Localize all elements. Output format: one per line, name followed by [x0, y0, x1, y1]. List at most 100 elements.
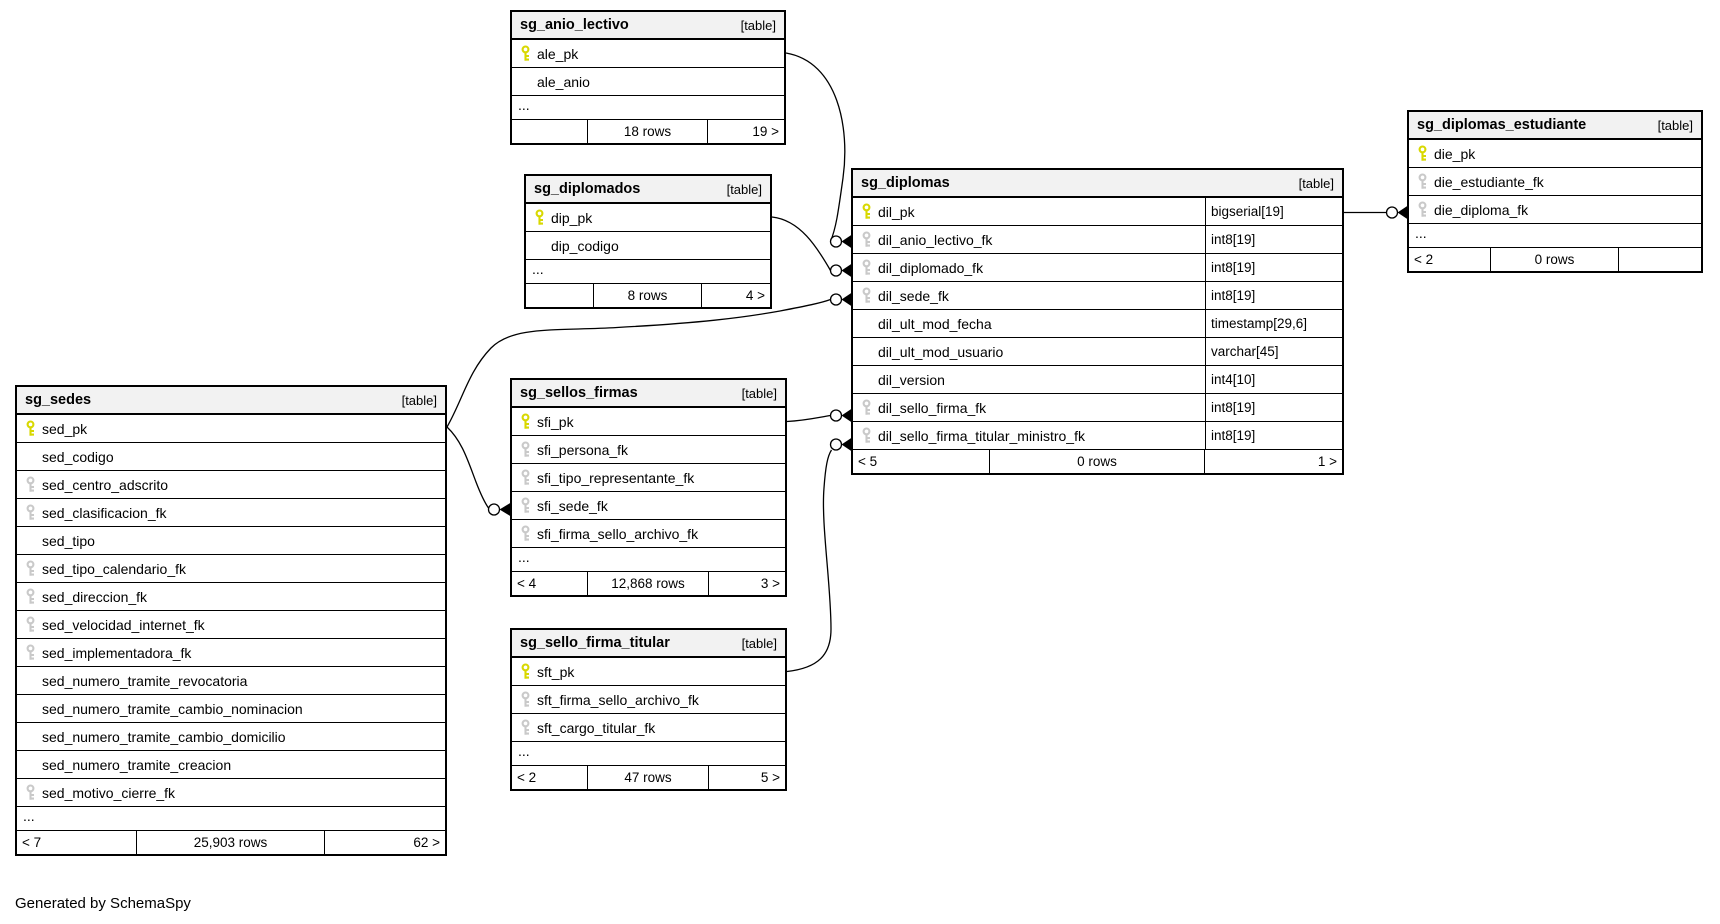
footer-child-count: 3 > [760, 576, 780, 591]
relation-sg_anio_lectivo-sg_diplomas [785, 52, 852, 249]
table-header[interactable]: sg_sello_firma_titular [table] [512, 630, 785, 658]
column-name: dil_diplomado_fk [878, 259, 984, 276]
table-header[interactable]: sg_anio_lectivo [table] [512, 12, 784, 40]
column-name: dip_codigo [551, 237, 619, 254]
column-name: dil_pk [878, 203, 915, 220]
column-row: die_diploma_fk [1409, 196, 1701, 224]
foreign-key-icon [23, 476, 38, 493]
column-name: sfi_persona_fk [537, 441, 629, 458]
foreign-key-icon [23, 784, 38, 801]
column-row: sed_clasificacion_fk [17, 499, 445, 527]
foreign-key-icon [518, 441, 533, 458]
primary-key-icon [859, 203, 874, 220]
foreign-key-icon [518, 469, 533, 486]
ellipsis-row: ... [526, 260, 770, 284]
column-name: sed_numero_tramite_creacion [42, 756, 232, 773]
column-row: sed_velocidad_internet_fk [17, 611, 445, 639]
column-row: ale_anio [512, 68, 784, 96]
column-name: sed_numero_tramite_cambio_nominacion [42, 700, 303, 717]
footer-parent-count: < 5 [853, 450, 990, 473]
column-name: sed_centro_adscrito [42, 476, 169, 493]
table-footer: < 4 12,868 rows 3 > [512, 572, 785, 595]
table-footer: 18 rows 19 > [512, 120, 784, 143]
column-row: sfi_tipo_representante_fk [512, 464, 785, 492]
table-header[interactable]: sg_sedes [table] [17, 387, 445, 415]
column-name: sed_numero_tramite_cambio_domicilio [42, 728, 286, 745]
table-type-badge: [table] [741, 635, 777, 651]
column-row: sft_pk [512, 658, 785, 686]
zero-or-one-marker [829, 438, 843, 451]
footer-parent-count [512, 120, 589, 143]
table-name[interactable]: sg_diplomados [534, 181, 641, 197]
column-type: int8[19] [1205, 226, 1342, 253]
table-name[interactable]: sg_anio_lectivo [520, 17, 629, 33]
column-name: sed_clasificacion_fk [42, 504, 167, 521]
footer-parent-count [526, 284, 595, 307]
foreign-key-icon [23, 560, 38, 577]
foreign-key-icon [23, 644, 38, 661]
foreign-key-icon [859, 399, 874, 416]
primary-key-icon [23, 420, 38, 437]
table-name[interactable]: sg_sellos_firmas [520, 385, 638, 401]
footer-child-count [1619, 248, 1701, 271]
table-header[interactable]: sg_sellos_firmas [table] [512, 380, 785, 408]
footer-row-count: 12,868 rows [588, 572, 709, 595]
ellipsis-row: ... [512, 96, 784, 120]
table-type-badge: [table] [401, 392, 437, 408]
relation-sg_sello_firma_titular-sg_diplomas [786, 437, 852, 673]
table-name[interactable]: sg_sedes [25, 392, 92, 408]
column-name: dil_ult_mod_fecha [878, 315, 992, 332]
foreign-key-icon [859, 427, 874, 444]
table-header[interactable]: sg_diplomas [table] [853, 170, 1342, 198]
primary-key-icon [518, 663, 533, 680]
table-sg_sedes[interactable]: sg_sedes [table] sed_pk sed_codigo sed_cen… [15, 385, 447, 856]
foreign-key-icon [518, 525, 533, 542]
column-name: sed_direccion_fk [42, 588, 148, 605]
foreign-key-icon [1415, 173, 1430, 190]
column-type: varchar[45] [1205, 338, 1342, 365]
column-type: int8[19] [1205, 394, 1342, 421]
relation-sg_sellos_firmas-sg_diplomas [786, 408, 852, 423]
table-name[interactable]: sg_sello_firma_titular [520, 635, 670, 651]
table-name[interactable]: sg_diplomas_estudiante [1417, 117, 1587, 133]
footer-row-count: 0 rows [1491, 248, 1620, 271]
table-header[interactable]: sg_diplomas_estudiante [table] [1409, 112, 1701, 140]
column-type: int8[19] [1205, 282, 1342, 309]
column-name: sed_tipo [42, 532, 95, 549]
foreign-key-icon [1415, 201, 1430, 218]
column-row: sed_numero_tramite_revocatoria [17, 667, 445, 695]
column-row: sft_firma_sello_archivo_fk [512, 686, 785, 714]
foreign-key-icon [518, 691, 533, 708]
footer-child-count: 1 > [1317, 454, 1337, 469]
column-name: sed_codigo [42, 448, 114, 465]
column-name: sfi_sede_fk [537, 497, 608, 514]
primary-key-icon [1415, 145, 1430, 162]
column-type: int8[19] [1205, 422, 1342, 449]
column-name: dil_sede_fk [878, 287, 949, 304]
column-name: die_pk [1434, 145, 1476, 162]
column-row: sed_centro_adscrito [17, 471, 445, 499]
table-header[interactable]: sg_diplomados [table] [526, 176, 770, 204]
column-row: sed_pk [17, 415, 445, 443]
column-name: sed_implementadora_fk [42, 644, 192, 661]
table-name[interactable]: sg_diplomas [861, 175, 950, 191]
column-row: dip_codigo [526, 232, 770, 260]
column-row: sed_numero_tramite_cambio_nominacion [17, 695, 445, 723]
column-name: sed_tipo_calendario_fk [42, 560, 186, 577]
column-name: dil_sello_firma_titular_ministro_fk [878, 427, 1085, 444]
footer-row-count: 8 rows [594, 284, 702, 307]
ellipsis-row: ... [17, 807, 445, 831]
